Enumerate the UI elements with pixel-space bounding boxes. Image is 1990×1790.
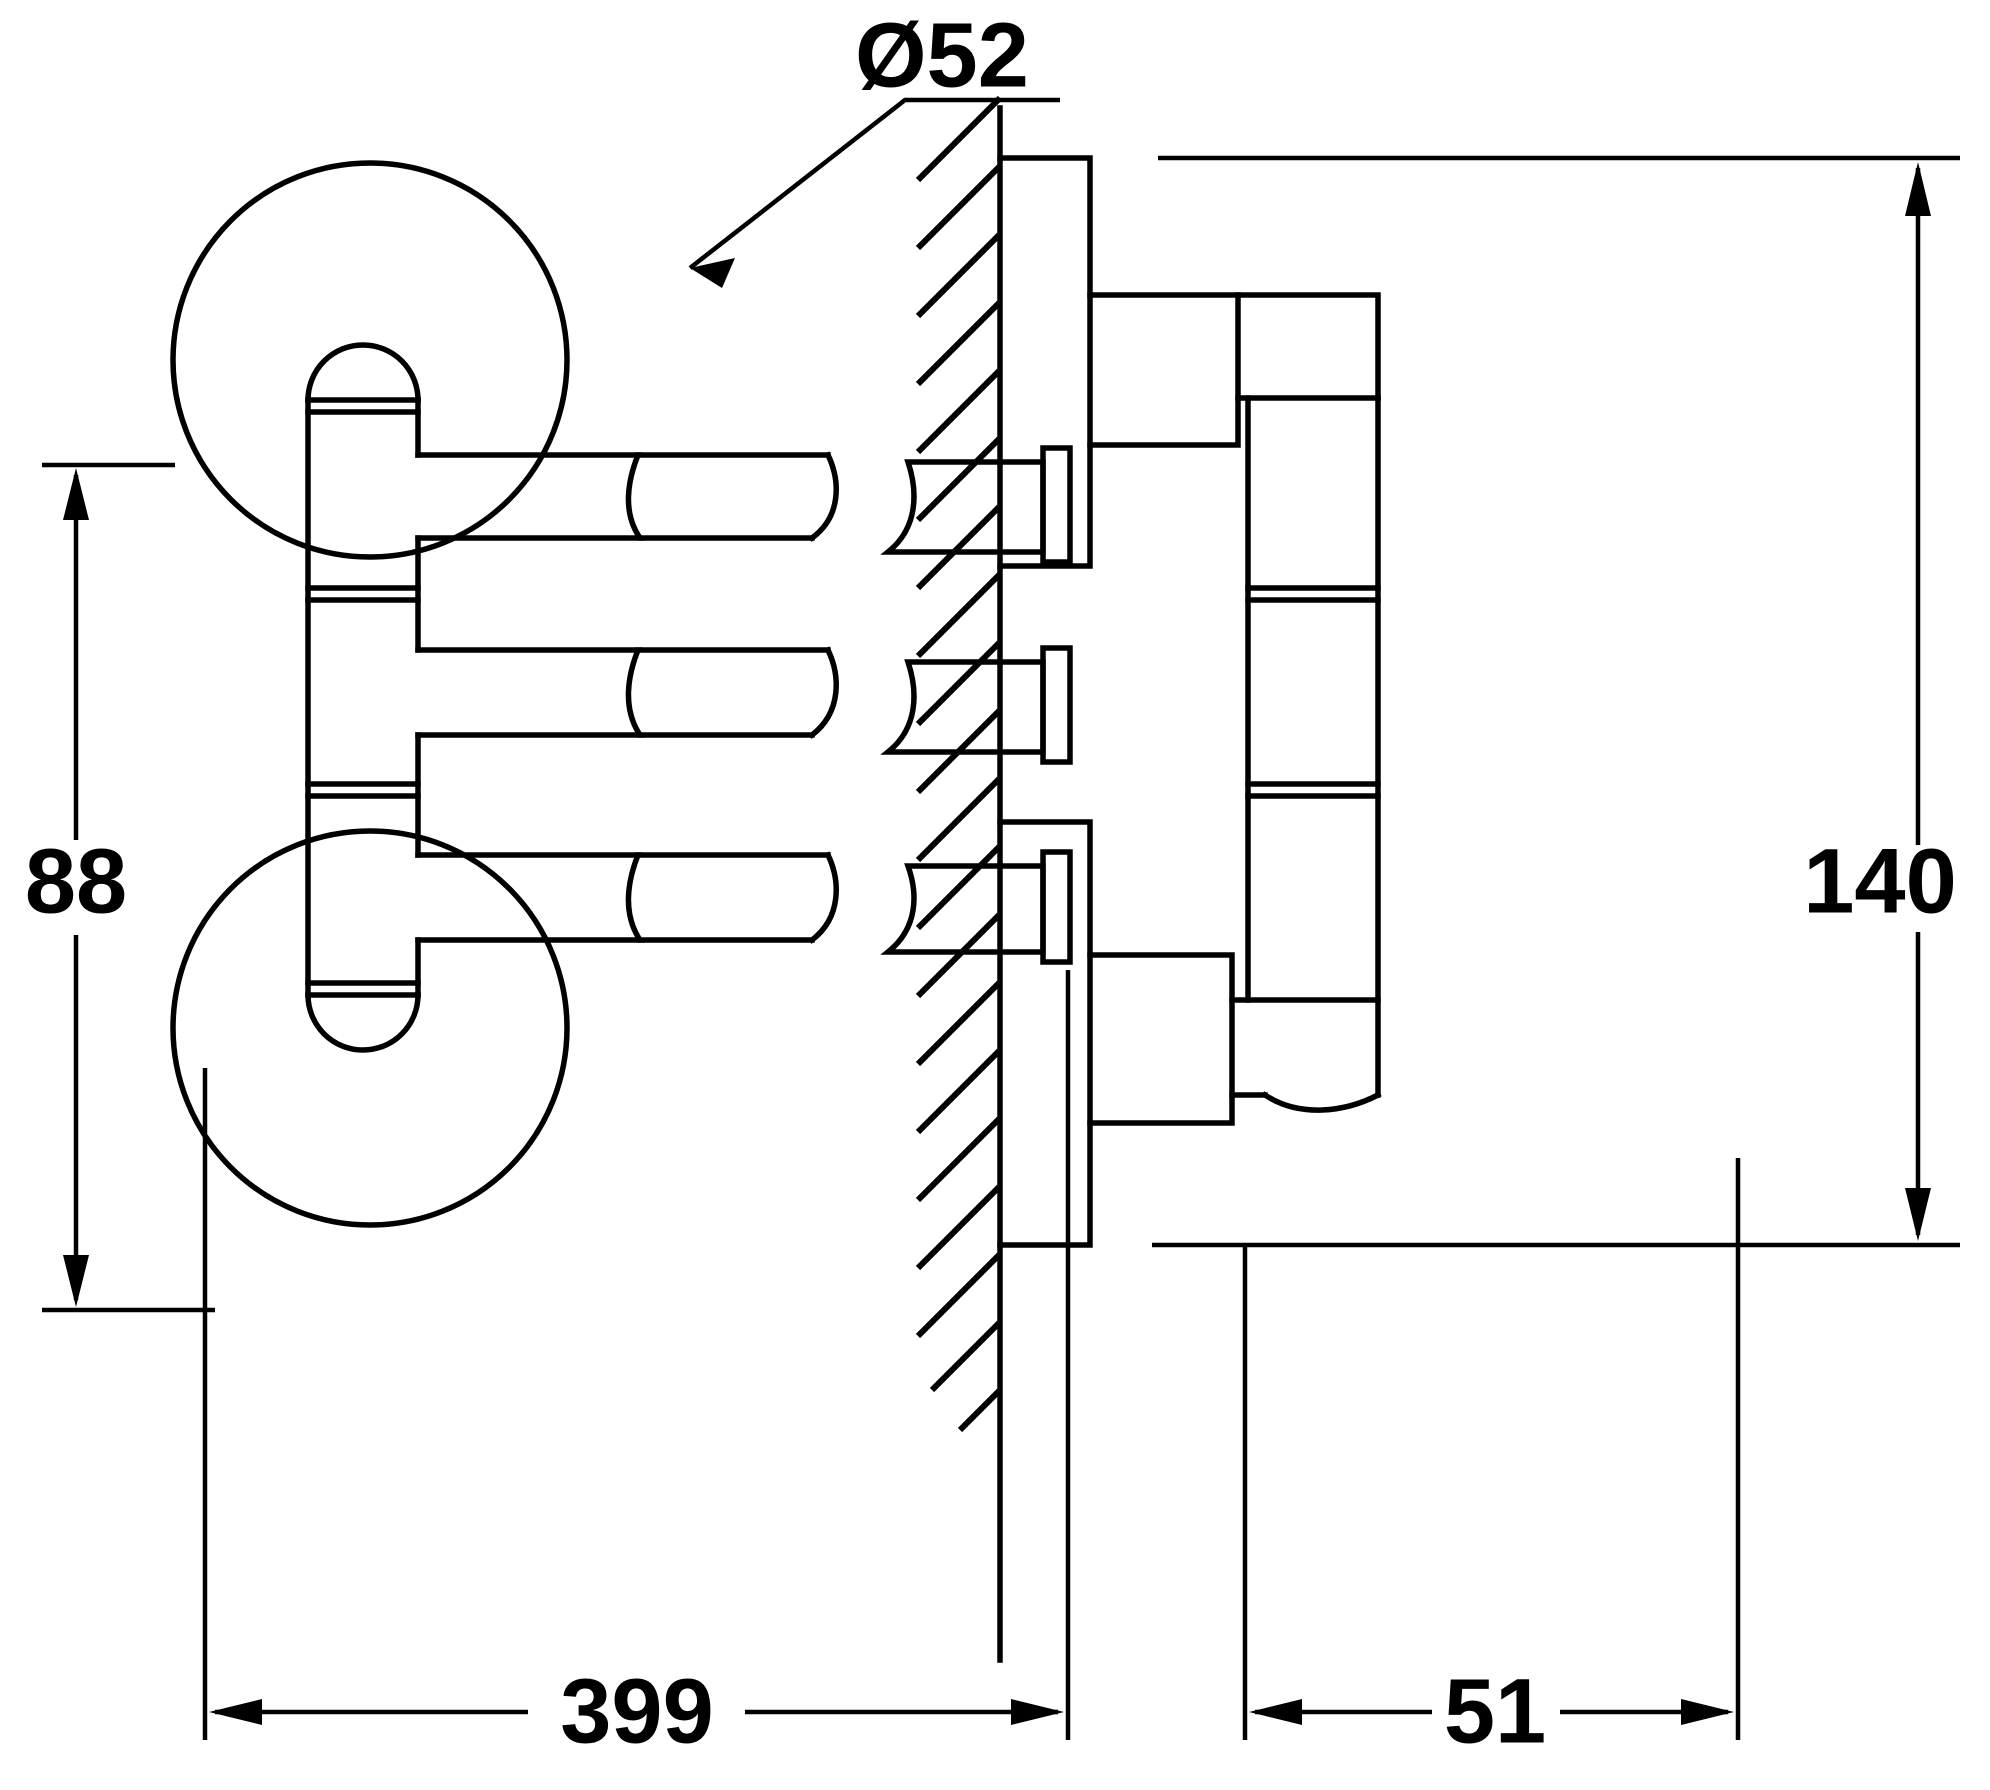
hatch-line xyxy=(915,979,1003,1067)
swing-arm-lower xyxy=(415,852,646,943)
hatch-line xyxy=(915,911,1003,999)
hatch-line xyxy=(915,299,1003,387)
flange-lower-outline xyxy=(997,819,1093,1248)
bracket-lower-body xyxy=(880,863,1046,955)
dim-88-arrow-bottom xyxy=(63,1255,89,1307)
diameter-leader-group xyxy=(688,97,1060,288)
hatch-line xyxy=(915,1115,1003,1203)
bracket-lower-cap xyxy=(1040,849,1073,965)
swing-arm-lower-end-cap xyxy=(808,851,839,944)
hatch-line xyxy=(915,503,1003,591)
side-view-group xyxy=(915,95,1382,1663)
hatch-line xyxy=(915,1183,1003,1271)
dim-51-arrow-left xyxy=(1249,1699,1302,1725)
post-bottom-cap xyxy=(305,992,421,1053)
dim-88-label: 88 xyxy=(25,830,127,932)
dim-140-label: 140 xyxy=(1803,830,1957,932)
hatch-line xyxy=(915,571,1003,659)
wall-plate-bottom-circle xyxy=(170,828,570,1228)
diameter-label: Ø52 xyxy=(855,4,1029,106)
hatch-line xyxy=(915,707,1003,795)
swing-arm-middle-end-cap xyxy=(808,646,839,739)
bracket-upper-cap xyxy=(1040,445,1073,565)
diameter-leader-line xyxy=(688,97,1060,270)
flange-upper-outline xyxy=(997,155,1093,569)
dim-399-arrow-right xyxy=(1011,1699,1064,1725)
bracket-upper-body xyxy=(880,459,1046,555)
arm-lower-foot-curve xyxy=(1261,1091,1382,1113)
dim-51-label: 51 xyxy=(1444,1660,1546,1762)
hatch-line xyxy=(915,1251,1003,1339)
hatch-line xyxy=(915,775,1003,863)
dim-88-arrow-top xyxy=(63,468,89,520)
swing-arm-upper xyxy=(415,452,646,541)
wall-plate-top-circle xyxy=(170,160,570,560)
dim-140-arrow-top xyxy=(1905,162,1931,216)
swing-arm-middle xyxy=(415,647,646,738)
pivot-block-upper xyxy=(1087,292,1241,448)
bracket-middle-body xyxy=(880,659,1046,755)
dim-399-arrow-left xyxy=(209,1699,262,1725)
hatch-line xyxy=(915,1047,1003,1135)
dim-51-group xyxy=(1242,1158,1741,1740)
diameter-leader-arrowhead xyxy=(690,258,735,288)
pivot-block-lower xyxy=(1087,952,1235,1126)
dim-88-group xyxy=(42,462,215,1313)
dim-140-arrow-bottom xyxy=(1905,1188,1931,1241)
bracket-middle-cap xyxy=(1040,645,1073,765)
hatch-line xyxy=(915,639,1003,727)
swing-arm-upper-end-cap xyxy=(808,451,839,542)
dim-140-group xyxy=(1152,155,1960,1248)
hatch-line xyxy=(915,843,1003,931)
wall-hatch-group xyxy=(915,95,1003,1433)
hatch-line xyxy=(915,435,1003,523)
arm-upper-side-top xyxy=(1235,292,1381,401)
hatch-line xyxy=(957,1387,1003,1433)
post-top-cap xyxy=(305,342,421,403)
hatch-line xyxy=(915,95,1003,183)
hatch-line xyxy=(915,367,1003,455)
dim-51-arrow-right xyxy=(1681,1699,1734,1725)
dim-399-group xyxy=(202,970,1071,1740)
hatch-line xyxy=(915,163,1003,251)
front-view-group xyxy=(170,160,1073,1228)
hatch-line xyxy=(929,1319,1003,1393)
hatch-line xyxy=(915,231,1003,319)
arm-lower-side-top xyxy=(1229,997,1381,1098)
dim-399-label: 399 xyxy=(560,1660,714,1762)
